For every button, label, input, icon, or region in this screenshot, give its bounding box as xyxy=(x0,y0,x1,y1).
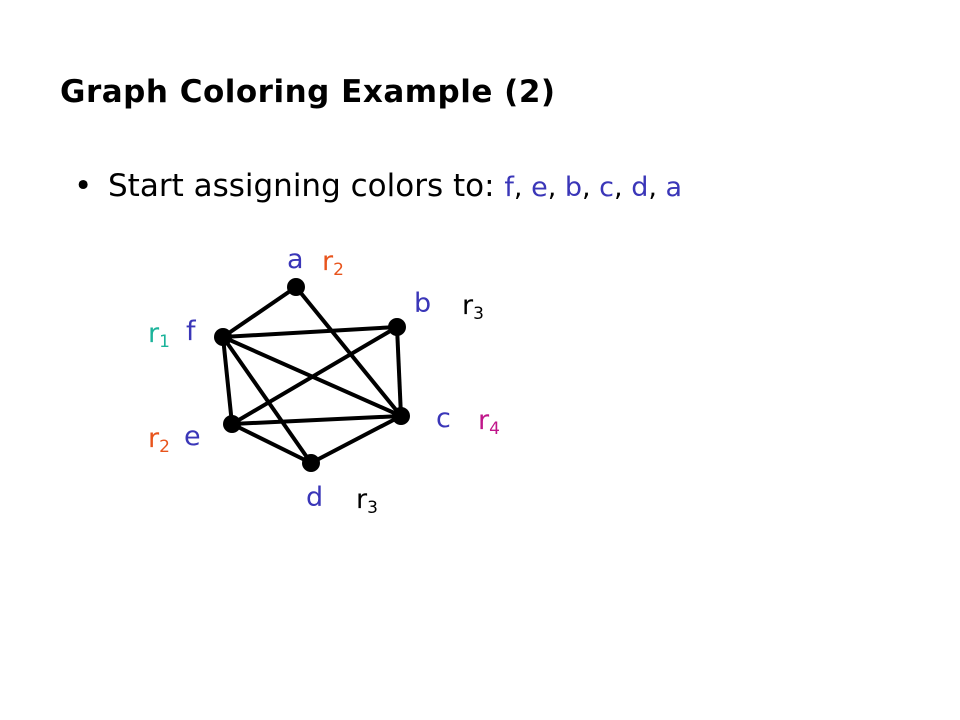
order-item-b: b xyxy=(564,172,582,203)
node-label-f: f xyxy=(186,316,196,347)
node-a xyxy=(287,278,305,296)
edge-f-d xyxy=(221,335,313,465)
node-e xyxy=(223,415,241,433)
order-separator: , xyxy=(513,172,532,203)
color-order-list: f, e, b, c, d, a xyxy=(504,172,682,203)
register-index: 2 xyxy=(159,437,170,457)
order-separator: , xyxy=(547,172,565,203)
node-c xyxy=(392,407,410,425)
node-label-c: c xyxy=(436,403,451,434)
register-label-e: r2 xyxy=(148,425,170,456)
order-item-d: d xyxy=(631,172,649,203)
edge-e-d xyxy=(231,422,312,465)
register-letter: r xyxy=(148,423,160,454)
register-label-f: r1 xyxy=(148,320,170,351)
bullet-text: Start assigning colors to: xyxy=(108,168,505,204)
register-label-b: r3 xyxy=(462,292,484,323)
edge-a-c xyxy=(294,285,403,418)
register-label-c: r4 xyxy=(478,407,500,438)
register-letter: r xyxy=(462,290,474,321)
register-index: 3 xyxy=(473,304,484,324)
bullet-item: • Start assigning colors to: f, e, b, c, … xyxy=(74,168,682,204)
edge-f-b xyxy=(222,325,398,339)
node-b xyxy=(388,318,406,336)
edge-a-f xyxy=(221,285,298,339)
register-letter: r xyxy=(478,405,490,436)
edge-c-e xyxy=(231,414,402,426)
order-item-e: e xyxy=(531,172,548,203)
register-index: 4 xyxy=(489,419,500,439)
register-index: 3 xyxy=(367,498,378,518)
register-letter: r xyxy=(322,246,334,277)
register-index: 2 xyxy=(333,260,344,280)
order-separator: , xyxy=(582,172,600,203)
bullet-dot-icon: • xyxy=(74,168,93,204)
node-label-a: a xyxy=(287,244,304,275)
edge-f-e xyxy=(221,336,234,425)
node-label-b: b xyxy=(414,288,432,319)
register-index: 1 xyxy=(159,332,170,352)
node-d xyxy=(302,454,320,472)
register-letter: r xyxy=(356,484,368,515)
edge-b-c xyxy=(395,326,403,417)
order-item-f: f xyxy=(504,172,514,203)
node-label-e: e xyxy=(184,421,201,452)
node-label-d: d xyxy=(306,482,324,513)
order-separator: , xyxy=(614,172,632,203)
edge-c-d xyxy=(310,414,402,465)
register-letter: r xyxy=(148,318,160,349)
slide-title: Graph Coloring Example (2) xyxy=(60,74,556,110)
register-label-d: r3 xyxy=(356,486,378,517)
node-f xyxy=(214,328,232,346)
edge-b-e xyxy=(230,325,399,426)
order-item-c: c xyxy=(599,172,615,203)
register-label-a: r2 xyxy=(322,248,344,279)
order-item-a: a xyxy=(665,172,683,203)
order-separator: , xyxy=(648,172,666,203)
